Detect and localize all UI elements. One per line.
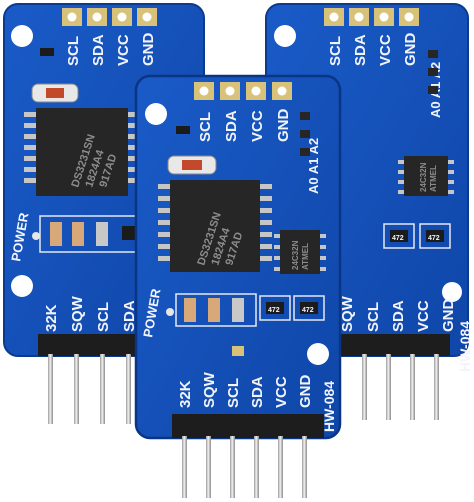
smd-capacitor — [184, 298, 196, 322]
pin-label-vcc: VCC — [249, 110, 266, 142]
header-pins — [362, 354, 439, 420]
address-pads — [428, 50, 438, 94]
eeprom-chip: 24C32N ATMEL — [398, 156, 454, 196]
model-label: HW-084 — [321, 381, 337, 432]
resistor-code: 472 — [302, 307, 314, 314]
pin-label-gnd: GND — [297, 375, 314, 409]
top-header-pads — [194, 82, 292, 100]
pin-header — [172, 414, 324, 438]
pin-label-scl: SCL — [225, 378, 242, 408]
pin-label-sda: SDA — [390, 300, 407, 332]
top-header-pads — [62, 8, 157, 26]
pin-label-32k: 32K — [43, 304, 60, 332]
pin-label-vcc: VCC — [273, 376, 290, 408]
address-label: A0 A1 A2 — [306, 138, 321, 194]
pin-label-vcc: VCC — [377, 34, 394, 66]
address-pads — [300, 112, 310, 156]
power-led — [166, 308, 174, 316]
module-front: SCL SDA VCC GND A0 A1 A2 DS3231SN 1824A4… — [134, 74, 342, 498]
pin-label-sqw: SQW — [339, 295, 356, 332]
bottom-pin-labels: SQW SCL SDA VCC GND — [339, 295, 457, 332]
pin-label-gnd: GND — [140, 33, 157, 67]
resistor-code: 472 — [428, 235, 440, 242]
diode-band — [182, 160, 202, 170]
eeprom-marking-line-1: 24C32N — [291, 240, 300, 270]
pin-label-32k: 32K — [177, 380, 194, 408]
eeprom-chip: 24C32N ATMEL — [274, 230, 326, 274]
pin-label-gnd: GND — [440, 299, 457, 333]
component-row — [175, 293, 257, 327]
bottom-pin-labels: 32K SQW SCL SDA VCC GND — [177, 371, 314, 408]
top-pin-labels: SCL SDA VCC GND — [197, 109, 292, 143]
mount-hole — [11, 275, 33, 297]
resistor-code: 472 — [268, 307, 280, 314]
smd-resistor — [40, 48, 54, 56]
top-header-pads — [324, 8, 419, 26]
mount-hole — [145, 103, 167, 125]
pin-label-sqw: SQW — [69, 295, 86, 332]
mount-hole — [307, 343, 329, 365]
rtc-chip: DS3231SN 1824A4 917AD — [158, 180, 272, 272]
pin-label-scl: SCL — [95, 302, 112, 332]
pin-label-sda: SDA — [352, 34, 369, 66]
pin-label-vcc: VCC — [415, 300, 432, 332]
smd-capacitor — [72, 222, 84, 246]
resistor-code: 472 — [392, 235, 404, 242]
power-led — [32, 232, 40, 240]
mount-hole — [11, 25, 33, 47]
top-pin-labels: SCL SDA VCC GND — [65, 33, 157, 67]
resistor-block: 472 472 — [383, 223, 451, 249]
eeprom-marking-line-2: ATMEL — [301, 243, 310, 270]
pin-header — [340, 334, 450, 356]
header-pins — [48, 354, 131, 424]
smd-capacitor — [208, 298, 220, 322]
resistor-block: 472 472 — [259, 295, 325, 321]
rtc-chip: DS3231SN 1824A4 917AD — [24, 108, 140, 196]
eeprom-marking-line-1: 24C32N — [419, 162, 428, 192]
pin-label-scl: SCL — [365, 302, 382, 332]
smd-capacitor — [96, 222, 108, 246]
pin-label-sda: SDA — [249, 376, 266, 408]
smd-capacitor — [232, 298, 244, 322]
pin-label-scl: SCL — [197, 112, 214, 142]
pin-label-scl: SCL — [327, 36, 344, 66]
smd-pad — [232, 346, 244, 356]
header-pins — [182, 436, 307, 498]
bottom-pin-labels: 32K SQW SCL SDA — [43, 295, 138, 332]
pin-label-scl: SCL — [65, 36, 82, 66]
pin-label-sda: SDA — [223, 110, 240, 142]
pin-label-vcc: VCC — [115, 34, 132, 66]
eeprom-marking-line-2: ATMEL — [429, 165, 438, 192]
smd-resistor — [176, 126, 190, 134]
model-label: HW-084 — [457, 321, 473, 372]
pin-header — [38, 334, 140, 356]
mount-hole — [274, 25, 296, 47]
mount-hole — [442, 282, 462, 302]
pin-label-gnd: GND — [275, 109, 292, 143]
pin-label-sda: SDA — [90, 34, 107, 66]
diode-band — [46, 88, 64, 98]
pin-label-sqw: SQW — [201, 371, 218, 408]
smd-capacitor — [50, 222, 62, 246]
pin-label-sda: SDA — [121, 300, 138, 332]
pin-label-gnd: GND — [402, 33, 419, 67]
top-pin-labels: SCL SDA VCC GND — [327, 33, 419, 67]
